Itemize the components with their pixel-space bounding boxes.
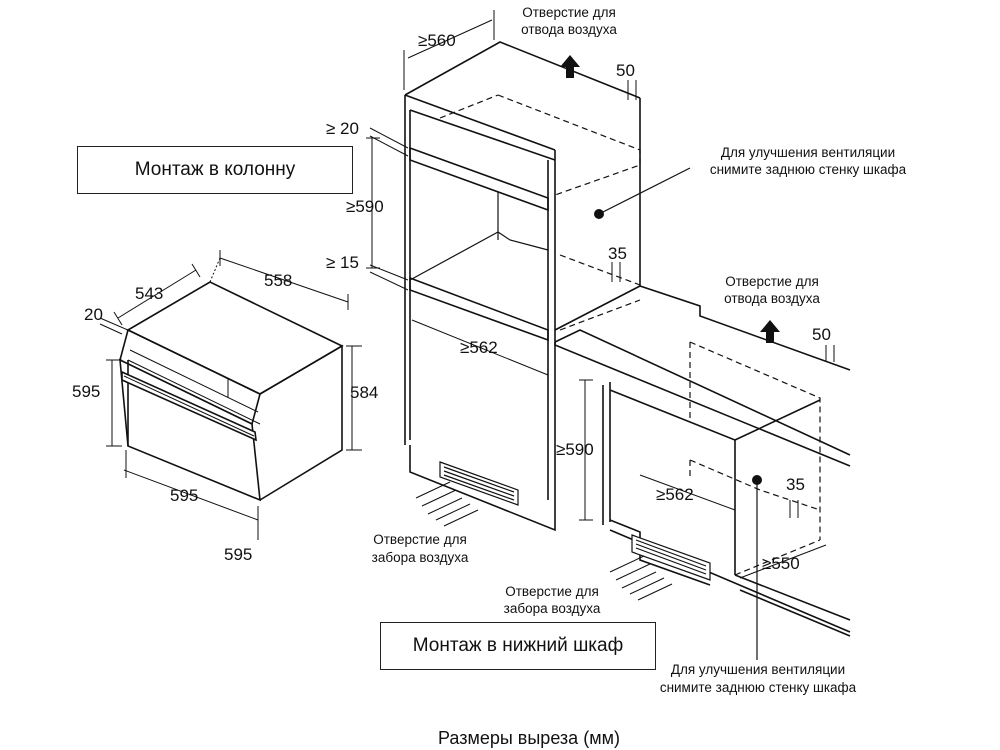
base-dimension-lines — [579, 345, 835, 579]
dim-oven-front-height: 595 — [72, 382, 100, 401]
note-exhaust-base-1: Отверстие для — [725, 274, 819, 289]
dim-oven-depth-total: 543 — [135, 284, 163, 303]
column-install-label: Монтаж в колонну — [77, 146, 353, 194]
dim-column-top-gap: ≥ 20 — [326, 119, 359, 138]
dim-oven-front-width: 595 — [170, 486, 198, 505]
dim-column-niche-height: ≥590 — [346, 197, 384, 216]
note-intake-base-2: забора воздуха — [504, 601, 601, 616]
intake-grille-column — [439, 461, 519, 506]
base-hidden-lines — [689, 341, 821, 576]
note-exhaust-base-2: отвода воздуха — [724, 291, 820, 306]
oven-drawing — [119, 281, 344, 502]
dim-oven-body-height: 584 — [350, 383, 378, 402]
note-intake-column-1: Отверстие для — [373, 532, 467, 547]
dim-column-depth: ≥560 — [418, 31, 456, 50]
dim-base-niche-height: ≥590 — [556, 440, 594, 459]
note-vent-base-2: снимите заднюю стенку шкафа — [660, 680, 857, 695]
arrow-up-icon-2 — [760, 320, 780, 343]
dim-oven-overall-width: 595 — [224, 545, 252, 564]
oven-dimension-lines — [99, 250, 362, 540]
diagram-caption: Размеры выреза (мм) — [438, 728, 620, 748]
dim-column-niche-width: ≥562 — [460, 338, 498, 357]
dim-column-vent-gap: 50 — [616, 61, 635, 80]
dim-column-rear-gap: 35 — [608, 244, 627, 263]
dim-base-niche-width: ≥562 — [656, 485, 694, 504]
note-vent-base-1: Для улучшения вентиляции — [671, 662, 845, 677]
dim-base-depth: ≥550 — [762, 554, 800, 573]
intake-grille-base — [631, 534, 711, 581]
note-exhaust-top-1: Отверстие для — [522, 5, 616, 20]
note-intake-base-1: Отверстие для — [505, 584, 599, 599]
note-vent-top-2: снимите заднюю стенку шкафа — [710, 162, 907, 177]
dim-base-vent-gap: 50 — [812, 325, 831, 344]
column-cabinet — [404, 41, 641, 532]
note-intake-column-2: забора воздуха — [372, 550, 469, 565]
arrow-up-icon — [560, 55, 580, 78]
dim-oven-front-thickness: 20 — [84, 305, 103, 324]
base-cabinet — [554, 285, 851, 637]
dim-base-rear-gap: 35 — [786, 475, 805, 494]
note-vent-top-1: Для улучшения вентиляции — [721, 145, 895, 160]
dim-oven-depth-body: 558 — [264, 271, 292, 290]
column-dimension-lines — [366, 10, 637, 376]
airflow-lines — [415, 481, 673, 601]
note-exhaust-top-2: отвода воздуха — [521, 22, 617, 37]
column-hidden-lines — [439, 94, 641, 331]
dim-column-bottom-gap: ≥ 15 — [326, 253, 359, 272]
base-install-label: Монтаж в нижний шкаф — [380, 622, 656, 670]
